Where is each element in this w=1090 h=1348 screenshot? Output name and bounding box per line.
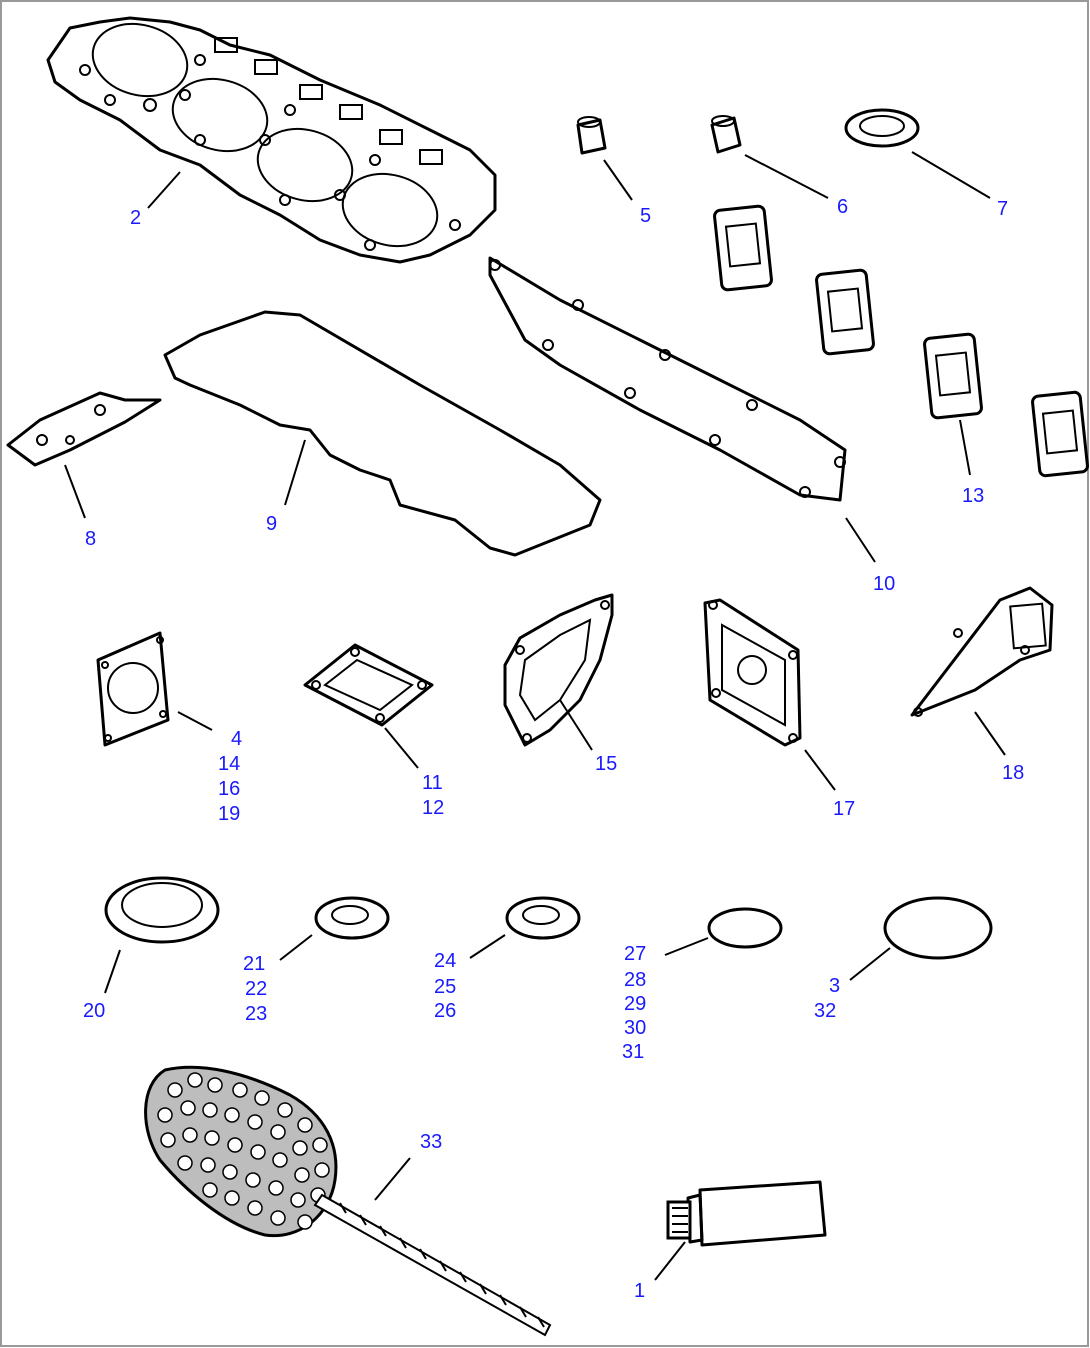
callout-32: 32: [814, 1000, 836, 1022]
part-33-cleaning-brush: [144, 1065, 552, 1337]
callout-6: 6: [837, 196, 848, 218]
callout-22: 22: [245, 978, 267, 1000]
part-27-o-ring: [664, 907, 783, 956]
part-21-seal: [279, 896, 390, 961]
part-24-seal: [469, 896, 581, 959]
callout-24: 24: [434, 950, 456, 972]
part-13-port-gaskets: [713, 204, 1089, 478]
callout-21: 21: [243, 953, 265, 975]
callout-25: 25: [434, 976, 456, 998]
callout-9: 9: [266, 513, 277, 535]
callout-29: 29: [624, 993, 646, 1015]
part-8-small-gasket: [6, 391, 162, 519]
part-18-cover-gasket: [910, 586, 1054, 756]
callout-26: 26: [434, 1000, 456, 1022]
part-15-elbow-gasket: [503, 593, 614, 751]
callout-19: 19: [218, 803, 240, 825]
callout-28: 28: [624, 969, 646, 991]
callout-13: 13: [962, 485, 984, 507]
callout-10: 10: [873, 573, 895, 595]
callout-7: 7: [997, 198, 1008, 220]
part-1-sealant-tube: [654, 1180, 827, 1281]
part-10-manifold-gasket: [488, 256, 876, 563]
part-6-sleeve: [710, 115, 829, 199]
part-7-seal: [844, 108, 991, 199]
callout-27: 27: [624, 943, 646, 965]
part-cylinder-head-gasket: [46, 16, 497, 264]
callout-12: 12: [422, 797, 444, 819]
callout-15: 15: [595, 753, 617, 775]
callout-2: 2: [130, 207, 141, 229]
callout-4: 4: [231, 728, 242, 750]
callout-1: 1: [634, 1280, 645, 1302]
part-17-plate-gasket: [703, 598, 836, 791]
callout-17: 17: [833, 798, 855, 820]
callout-8: 8: [85, 528, 96, 550]
part-20-large-seal: [104, 876, 220, 994]
callout-11: 11: [422, 772, 443, 794]
part-3-o-ring: [849, 896, 993, 981]
callout-31: 31: [622, 1041, 644, 1063]
part-11-square-gasket: [303, 643, 434, 769]
callout-5: 5: [640, 205, 651, 227]
callout-30: 30: [624, 1017, 646, 1039]
callout-3: 3: [829, 975, 840, 997]
callout-14: 14: [218, 753, 240, 775]
callout-23: 23: [245, 1003, 267, 1025]
part-9-valve-cover-gasket: [163, 310, 602, 557]
part-4-flange-gasket: [96, 631, 213, 747]
callout-33: 33: [420, 1131, 442, 1153]
callout-20: 20: [83, 1000, 105, 1022]
part-5-cap: [576, 116, 633, 201]
callout-18: 18: [1002, 762, 1024, 784]
callout-16: 16: [218, 778, 240, 800]
